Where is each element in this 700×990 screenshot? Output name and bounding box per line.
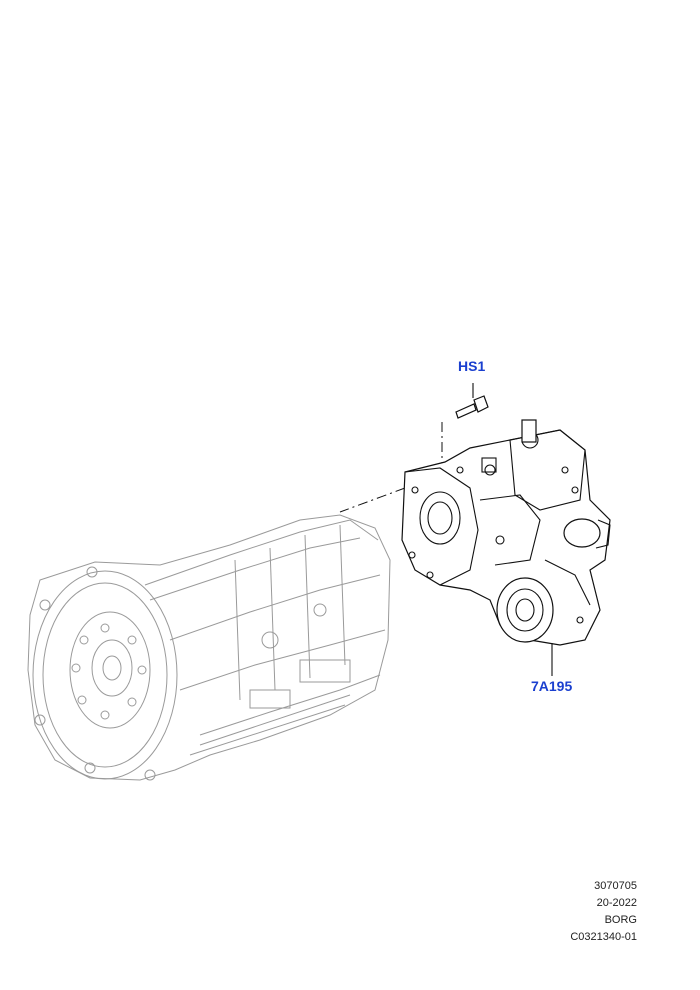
callout-7a195[interactable]: 7A195 [531, 678, 573, 694]
alignment-lines [339, 422, 443, 513]
reference-number: 3070705 [594, 880, 637, 892]
reference-date-range: 20-2022 [596, 897, 637, 909]
bolt-part[interactable] [455, 383, 489, 419]
reference-supplier: BORG [604, 914, 637, 926]
callout-hs1[interactable]: HS1 [458, 358, 486, 374]
transfer-case-part[interactable] [401, 419, 611, 676]
transmission-ghost [27, 514, 391, 781]
reference-illustration-code: C0321340-01 [570, 931, 637, 943]
diagram-reference-block: 3070705 20-2022 BORG C0321340-01 [570, 878, 637, 946]
